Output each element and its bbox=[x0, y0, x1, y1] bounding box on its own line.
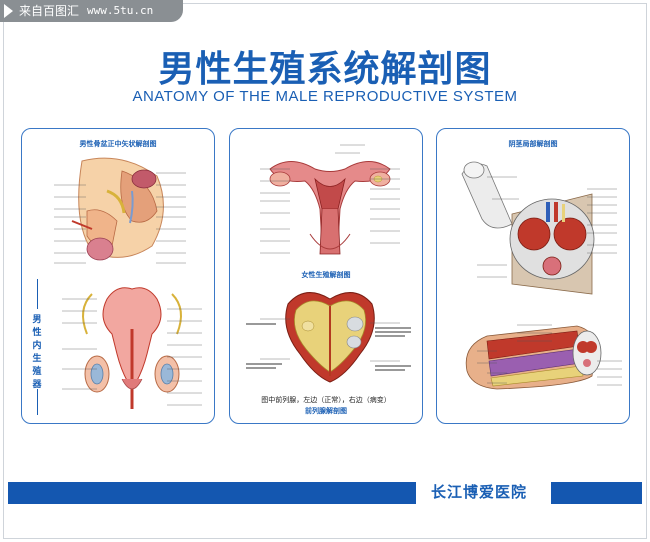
female-leader-lines bbox=[260, 144, 400, 254]
side-label-rule-top bbox=[37, 279, 38, 309]
internal-leader-lines bbox=[62, 298, 202, 406]
internal-organs-illustration bbox=[82, 287, 182, 409]
panel-male-anatomy: 男性骨盆正中矢状解剖图 男性内生殖器 bbox=[21, 128, 215, 424]
footer-bar-left bbox=[8, 482, 416, 504]
page-title: 男性生殖系统解剖图 bbox=[158, 49, 492, 90]
prostate-note: 图中前列腺，左边（正常），右边（病变） bbox=[261, 396, 391, 404]
footer-bar-right bbox=[551, 482, 642, 504]
female-caption: 女性生殖解剖图 bbox=[301, 271, 351, 279]
female-anatomy-illustration bbox=[269, 161, 391, 255]
side-label-rule-bottom bbox=[37, 389, 38, 415]
penis-longitudinal-leader-lines bbox=[477, 324, 622, 386]
penis-title: 阴茎局部解剖图 bbox=[508, 140, 558, 148]
watermark-brand: 来自百图汇 bbox=[19, 4, 80, 18]
sagittal-illustration bbox=[71, 157, 164, 261]
watermark-badge: 来自百图汇 www.5tu.cn bbox=[0, 0, 183, 22]
sagittal-leader-lines bbox=[54, 172, 186, 264]
prostate-caption: 前列腺解剖图 bbox=[305, 407, 347, 415]
penis-longitudinal-illustration bbox=[465, 325, 602, 390]
sagittal-title: 男性骨盆正中矢状解剖图 bbox=[79, 140, 157, 148]
penis-cross-leader-lines bbox=[477, 176, 617, 278]
panel-penis-anatomy: 阴茎局部解剖图 bbox=[436, 128, 630, 424]
prostate-leader-lines bbox=[246, 318, 411, 371]
hospital-name: 长江博爱医院 bbox=[431, 483, 528, 501]
panel-female-prostate: 女性生殖解剖图 图中前列腺，左边（正常），右边（病变） 前列腺解剖图 bbox=[229, 128, 423, 424]
page-subtitle: ANATOMY OF THE MALE REPRODUCTIVE SYSTEM bbox=[132, 88, 518, 105]
play-arrow-icon bbox=[4, 4, 13, 18]
penis-cross-section-illustration bbox=[461, 161, 595, 295]
prostate-illustration bbox=[285, 292, 375, 383]
internal-organs-label: 男性内生殖器 bbox=[32, 315, 42, 390]
watermark-site: www.5tu.cn bbox=[87, 4, 154, 17]
